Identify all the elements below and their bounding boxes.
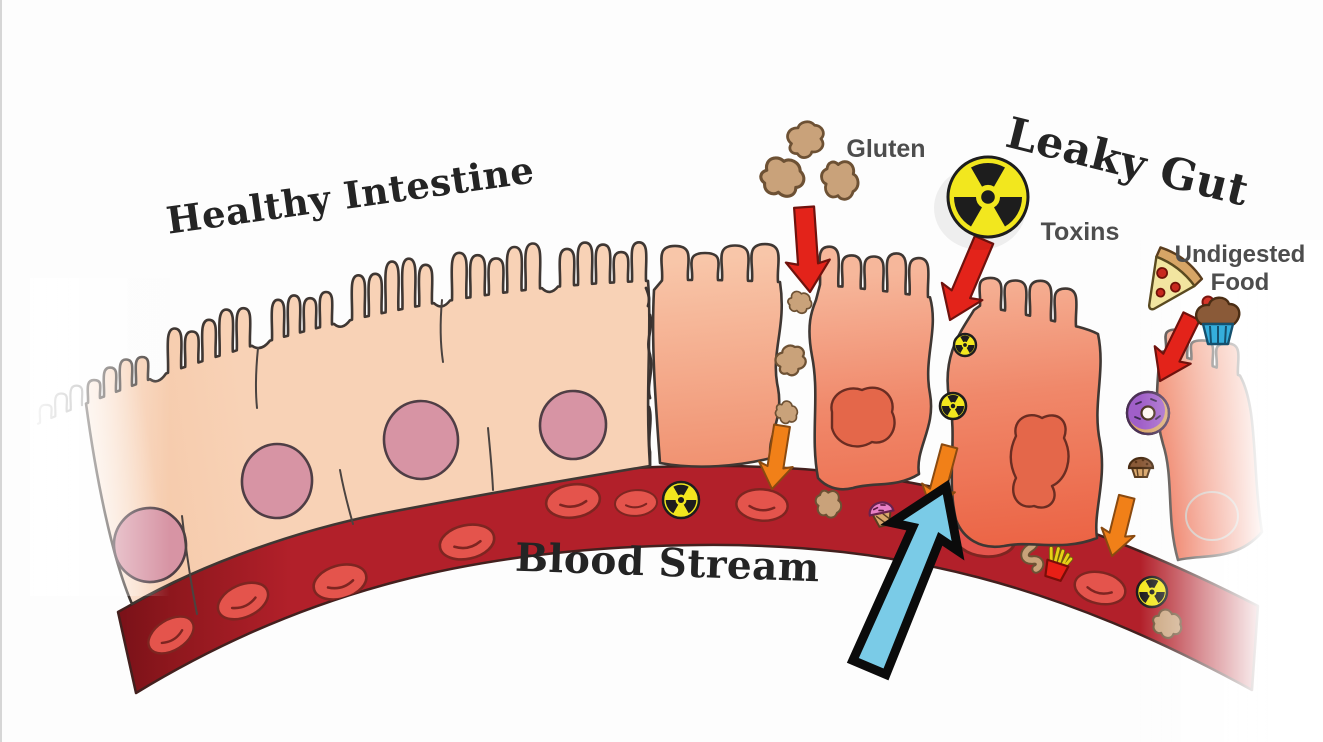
orange-down-arrow-icon — [758, 423, 794, 490]
pizza-icon — [1147, 246, 1204, 311]
radiation-icon — [954, 334, 976, 356]
fries-icon — [1044, 546, 1074, 582]
leaky-cell-nuclei — [830, 386, 1070, 509]
cell-junction-lines — [181, 299, 494, 615]
gluten-blob-icon — [755, 152, 810, 203]
tight-junction-crack — [644, 286, 653, 467]
leaky-cell — [651, 242, 784, 468]
healthy-intestine-wall — [84, 241, 652, 606]
gluten-blob-icon — [816, 155, 864, 206]
sweet-icon — [868, 501, 895, 528]
svg-text:Food: Food — [1211, 269, 1270, 296]
cell-nucleus — [240, 442, 314, 520]
leaky-cell — [946, 276, 1104, 549]
leaky-cell-nucleus — [1009, 413, 1070, 509]
cell-nucleus — [382, 399, 460, 481]
svg-text:Undigested: Undigested — [1175, 241, 1306, 268]
radiation-icon — [948, 157, 1028, 237]
undigested-food-label: Undigested Food — [1175, 241, 1306, 296]
leaky-gut-title: Leaky Gut — [1001, 108, 1253, 216]
orange-down-arrow-icon — [1100, 493, 1136, 557]
leaky-cell-nucleus — [830, 386, 896, 448]
red-down-arrow-icon — [784, 205, 831, 294]
radiation-icon — [940, 393, 966, 419]
gluten-label: Gluten — [846, 135, 925, 163]
healthy-intestine-title: Healthy Intestine — [164, 148, 537, 243]
cupcake-icon — [1194, 295, 1241, 346]
left-fade — [30, 278, 170, 596]
toxins-label: Toxins — [1041, 218, 1120, 246]
red-down-arrow-icon — [1153, 311, 1201, 383]
screen-left-edge — [0, 0, 2, 742]
blood-stream-label: Blood Stream — [514, 535, 820, 592]
radiation-icon — [663, 482, 699, 518]
entry-arrows — [758, 205, 1201, 557]
leaky-cell — [808, 245, 935, 491]
cell-nucleus — [538, 389, 608, 461]
red-down-arrow-icon — [940, 234, 995, 322]
gluten-blob-icon — [780, 115, 832, 164]
blue-pointer-arrow-icon — [846, 479, 965, 681]
